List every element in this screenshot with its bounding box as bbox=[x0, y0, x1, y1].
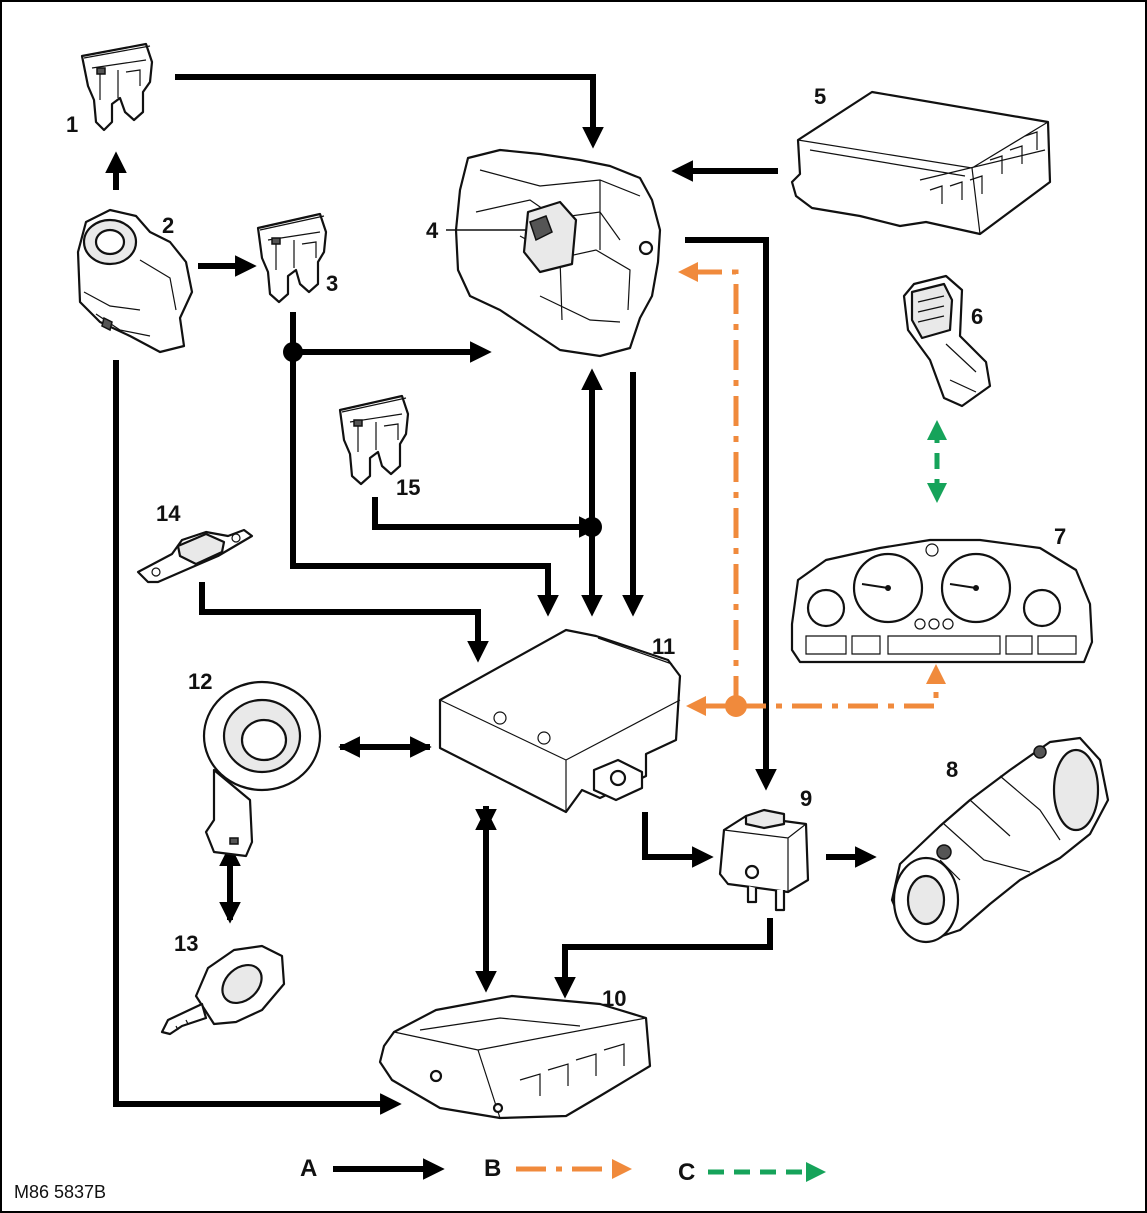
legend-key-b: B bbox=[484, 1155, 501, 1182]
label-5: 5 bbox=[814, 84, 826, 109]
label-1: 1 bbox=[66, 112, 78, 137]
label-8: 8 bbox=[946, 757, 958, 782]
label-7: 7 bbox=[1054, 524, 1066, 549]
figure-code: M86 5837B bbox=[14, 1182, 106, 1202]
label-2: 2 bbox=[162, 213, 174, 238]
label-10: 10 bbox=[602, 986, 626, 1011]
label-15: 15 bbox=[396, 475, 420, 500]
label-4: 4 bbox=[426, 218, 439, 243]
label-14: 14 bbox=[156, 501, 181, 526]
instrument-cluster-icon bbox=[792, 540, 1092, 662]
label-6: 6 bbox=[971, 304, 983, 329]
legend-key-c: C bbox=[678, 1159, 695, 1186]
legend-key-a: A bbox=[300, 1155, 317, 1182]
label-3: 3 bbox=[326, 271, 338, 296]
label-9: 9 bbox=[800, 786, 812, 811]
label-12: 12 bbox=[188, 669, 212, 694]
label-11: 11 bbox=[652, 634, 675, 659]
label-13: 13 bbox=[174, 931, 198, 956]
